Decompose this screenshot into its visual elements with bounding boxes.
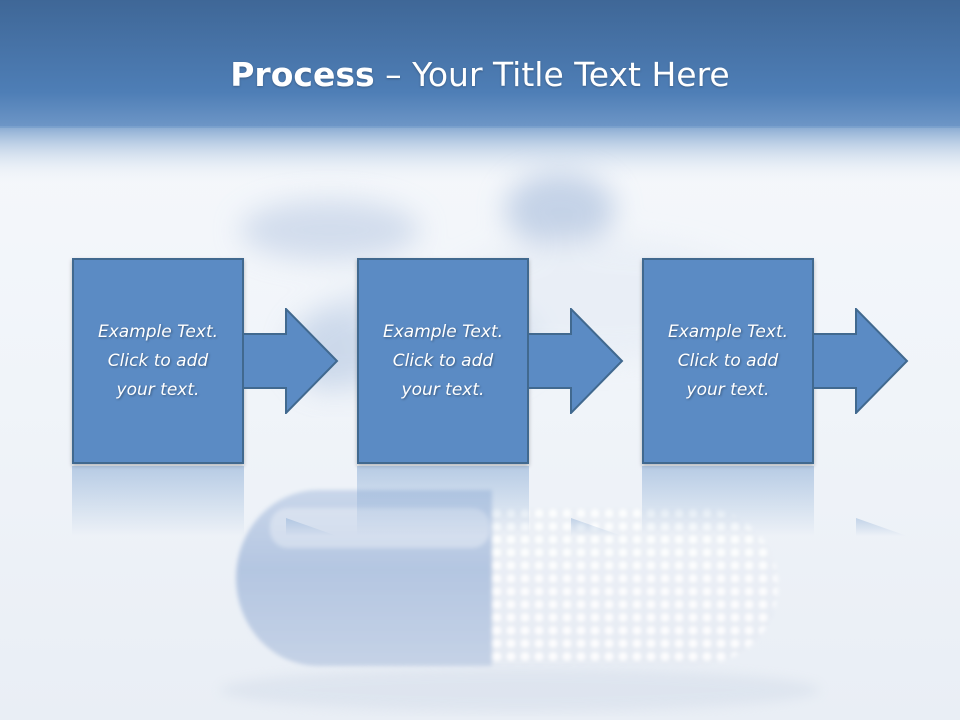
- arrow-reflection: [286, 518, 337, 536]
- step-text-line: Click to add: [392, 350, 494, 371]
- arrow-reflection: [856, 518, 907, 536]
- step-text-3: Example Text. Click to add your text.: [653, 318, 803, 405]
- title-bold-text: Process: [230, 55, 375, 94]
- step-text-line: your text.: [116, 379, 200, 400]
- step-text-line: your text.: [401, 379, 485, 400]
- right-arrow-icon: [243, 308, 339, 414]
- step-text-line: Example Text.: [667, 321, 789, 342]
- step-reflection-3: [642, 466, 814, 536]
- right-arrow-icon: [528, 308, 624, 414]
- step-text-2: Example Text. Click to add your text.: [368, 318, 518, 405]
- arrow-reflection: [571, 518, 622, 536]
- slide-title[interactable]: Process – Your Title Text Here: [0, 52, 960, 98]
- step-text-line: Click to add: [107, 350, 209, 371]
- process-step-box-1[interactable]: Example Text. Click to add your text.: [72, 258, 244, 464]
- title-rest-text: – Your Title Text Here: [374, 55, 730, 94]
- right-arrow-icon: [813, 308, 909, 414]
- process-step-box-2[interactable]: Example Text. Click to add your text.: [357, 258, 529, 464]
- step-text-line: your text.: [686, 379, 770, 400]
- step-reflection-1: [72, 466, 244, 536]
- step-text-line: Click to add: [677, 350, 779, 371]
- step-reflection-2: [357, 466, 529, 536]
- step-text-line: Example Text.: [382, 321, 504, 342]
- step-text-1: Example Text. Click to add your text.: [83, 318, 233, 405]
- process-step-box-3[interactable]: Example Text. Click to add your text.: [642, 258, 814, 464]
- step-text-line: Example Text.: [97, 321, 219, 342]
